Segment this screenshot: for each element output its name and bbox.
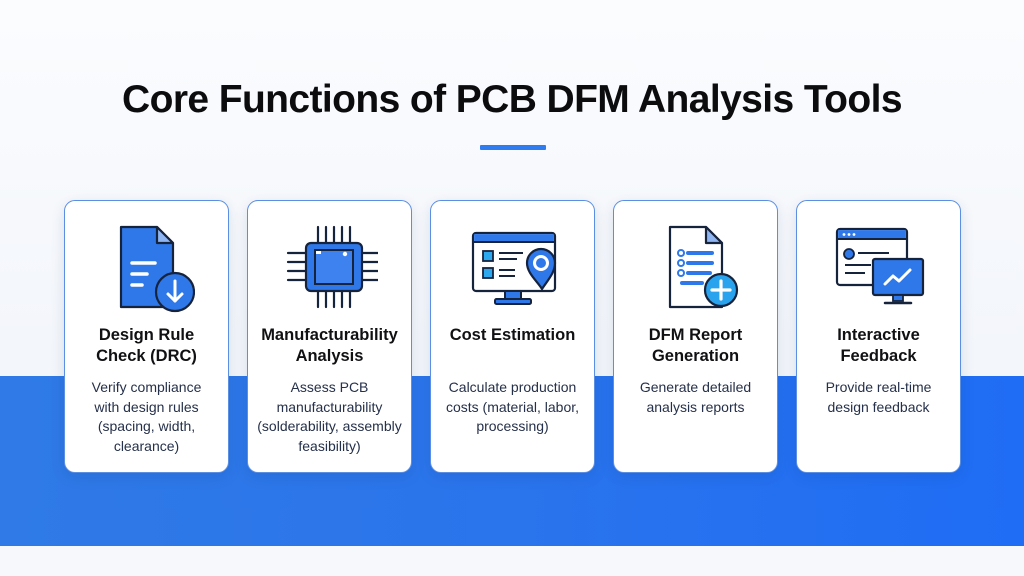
report-add-icon (614, 221, 777, 313)
card-heading: Design Rule Check (DRC) (96, 326, 197, 365)
bottom-strip (0, 546, 1024, 576)
card-heading: Interactive Feedback (837, 326, 920, 365)
card-description: Provide real-time design feedback (825, 379, 932, 415)
page-title: Core Functions of PCB DFM Analysis Tools (122, 78, 902, 121)
function-cards: Design Rule Check (DRC) Verify complianc… (64, 200, 961, 473)
microchip-icon (248, 221, 411, 313)
card-manufacturability-analysis: Manufacturability Analysis Assess PCB ma… (247, 200, 412, 473)
title-underline (480, 145, 546, 150)
card-description: Verify compliance with design rules (spa… (91, 379, 202, 454)
card-heading: DFM Report Generation (648, 326, 743, 365)
browser-monitor-chart-icon (797, 221, 960, 313)
card-description: Calculate production costs (material, la… (445, 379, 580, 434)
card-interactive-feedback: Interactive Feedback Provide real-time d… (796, 200, 961, 473)
card-description: Generate detailed analysis reports (639, 379, 752, 415)
monitor-location-pin-icon (431, 221, 594, 313)
card-dfm-report-generation: DFM Report Generation Generate detailed … (613, 200, 778, 473)
card-heading: Manufacturability Analysis (261, 326, 398, 365)
card-description: Assess PCB manufacturability (solderabil… (257, 379, 402, 454)
document-download-icon (65, 221, 228, 313)
card-design-rule-check: Design Rule Check (DRC) Verify complianc… (64, 200, 229, 473)
card-cost-estimation: Cost Estimation Calculate production cos… (430, 200, 595, 473)
card-heading: Cost Estimation (449, 326, 576, 344)
